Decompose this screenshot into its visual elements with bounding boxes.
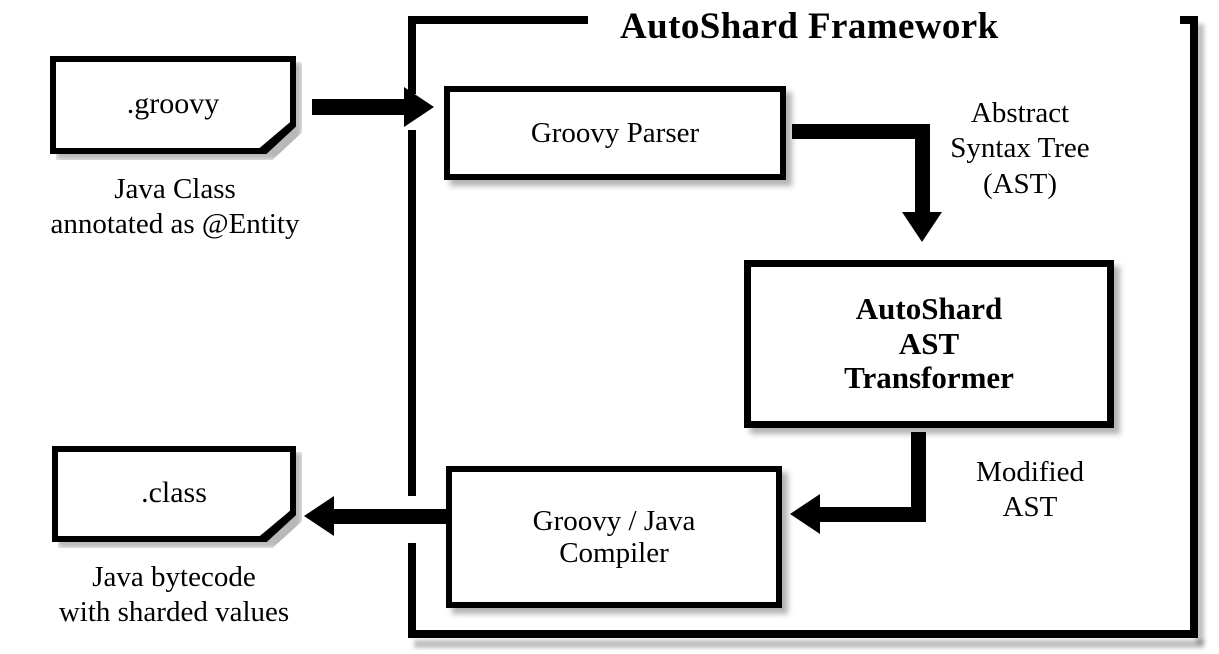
groovy-file-outline: .groovy (50, 56, 296, 154)
arrow-source-to-parser-head (404, 87, 434, 127)
class-file-label: .class (141, 476, 207, 509)
groovy-file-label: .groovy (126, 87, 220, 120)
arrow-transformer-to-compiler-shaft-v (911, 432, 926, 522)
ast-transformer-box[interactable]: AutoShard AST Transformer (744, 260, 1114, 428)
framework-border-bottom (408, 630, 1198, 638)
arrow-source-to-parser-shaft (312, 99, 412, 115)
arrow-parser-to-transformer-shaft-h (792, 124, 930, 139)
compiler-box[interactable]: Groovy / Java Compiler (446, 466, 782, 608)
framework-boundary-shadow (414, 640, 1204, 648)
groovy-file-fill (56, 62, 290, 148)
ast-transformer-label: AutoShard AST Transformer (844, 290, 1014, 396)
class-file-fill (58, 452, 290, 536)
framework-border-top-right (1180, 16, 1198, 24)
compiler-label: Groovy / Java Compiler (532, 504, 696, 569)
framework-border-top-left (408, 16, 588, 24)
arrow-transformer-to-compiler-shaft-h (820, 507, 926, 522)
framework-border-left-lower (408, 543, 416, 638)
framework-boundary-shadow-right (1196, 24, 1204, 644)
edge-label-abstract-syntax-tree: Abstract Syntax Tree (AST) (950, 97, 1090, 200)
groovy-file-caption: Java Class annotated as @Entity (50, 173, 300, 241)
groovy-parser-label: Groovy Parser (530, 116, 700, 149)
framework-title: AutoShard Framework (620, 6, 999, 47)
class-file-outline: .class (52, 446, 296, 542)
framework-border-left-upper (408, 16, 416, 94)
edge-label-modified-ast: Modified AST (976, 456, 1084, 524)
arrow-compiler-to-class-head (304, 496, 334, 536)
framework-border-right (1190, 16, 1198, 638)
groovy-parser-box[interactable]: Groovy Parser (444, 86, 786, 180)
class-file-caption: Java bytecode with sharded values (58, 561, 290, 629)
arrow-parser-to-transformer-head (902, 212, 942, 242)
arrow-transformer-to-compiler-head (790, 494, 820, 534)
framework-border-left-middle (408, 130, 416, 496)
arrow-parser-to-transformer-shaft-v (915, 124, 930, 216)
arrow-compiler-to-class-shaft (334, 509, 446, 524)
